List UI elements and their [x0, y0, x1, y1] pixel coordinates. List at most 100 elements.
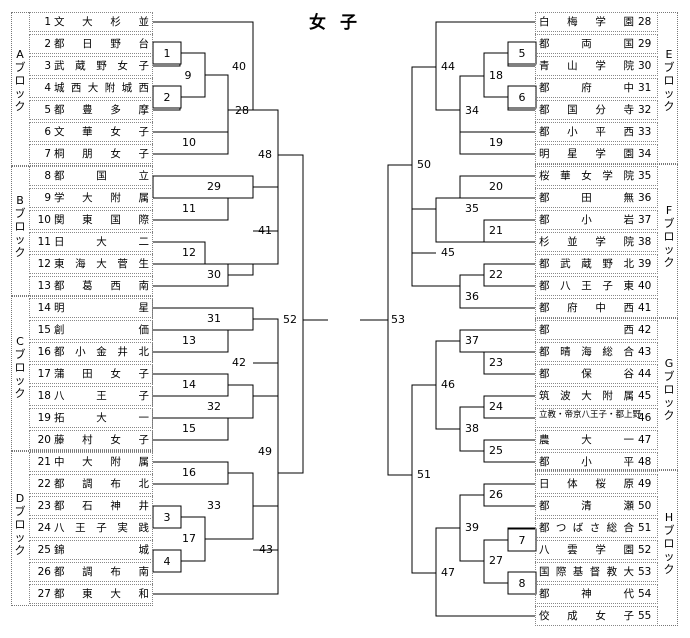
match-number: 11: [182, 202, 196, 215]
match-number: 33: [207, 499, 221, 512]
match-number: 20: [489, 180, 503, 193]
block-b-label: Bブロック: [14, 194, 26, 259]
match-number: 37: [465, 334, 479, 347]
match-number: 47: [441, 566, 455, 579]
block-d-label: Dブロック: [14, 492, 26, 557]
block-g-label: Gブロック: [663, 357, 675, 422]
bracket-line: [411, 66, 436, 254]
match-number: 7: [519, 534, 526, 547]
match-number: 34: [465, 104, 479, 117]
bracket-line: [459, 274, 535, 309]
match-number: 40: [232, 60, 246, 73]
match-number: 22: [489, 268, 503, 281]
block-e-label: Eブロック: [663, 48, 675, 113]
match-number: 19: [489, 136, 503, 149]
bracket-line: [483, 352, 535, 375]
bracket-line: [205, 74, 229, 132]
bracket-line: [228, 263, 254, 276]
bracket-line: [153, 21, 254, 111]
bracket-line: [253, 318, 279, 397]
bracket-line: [483, 219, 535, 243]
match-number: 10: [182, 136, 196, 149]
match-number: 26: [489, 488, 503, 501]
match-number: 23: [489, 356, 503, 369]
match-number: 18: [489, 69, 503, 82]
bracket-line: [153, 307, 254, 331]
match-number: 29: [207, 180, 221, 193]
match-number: 2: [164, 91, 171, 104]
bracket-line: [153, 175, 254, 199]
match-number: 15: [182, 422, 196, 435]
bracket-line: [153, 417, 229, 441]
bracket-line: [435, 21, 535, 111]
match-number: 12: [182, 246, 196, 259]
block-h-label: Hブロック: [663, 511, 675, 576]
match-number: 35: [465, 202, 479, 215]
page-title: 女子: [309, 13, 371, 33]
bracket-line: [411, 384, 436, 574]
match-number: 45: [441, 246, 455, 259]
match-number: 14: [182, 378, 196, 391]
bracket-line: [153, 131, 229, 155]
block-f-label: Fブロック: [663, 204, 675, 269]
match-number: 16: [182, 466, 196, 479]
match-number: 50: [417, 158, 431, 171]
match-number: 17: [182, 532, 196, 545]
match-number: 21: [489, 224, 503, 237]
match-number: 42: [232, 356, 246, 369]
bracket-line: [153, 329, 229, 353]
match-number: 39: [465, 521, 479, 534]
bracket-line: [459, 75, 484, 132]
match-number: 24: [489, 400, 503, 413]
bracket-line: [483, 52, 508, 98]
match-number: 32: [207, 400, 221, 413]
bracket-line: [459, 131, 535, 155]
bracket-line: [253, 362, 279, 551]
bracket-line: [228, 384, 254, 419]
match-number: 30: [207, 268, 221, 281]
match-number: 52: [283, 313, 297, 326]
block-c-label: Cブロック: [14, 335, 26, 400]
match-number: 48: [258, 148, 272, 161]
bracket-line: [435, 527, 535, 617]
